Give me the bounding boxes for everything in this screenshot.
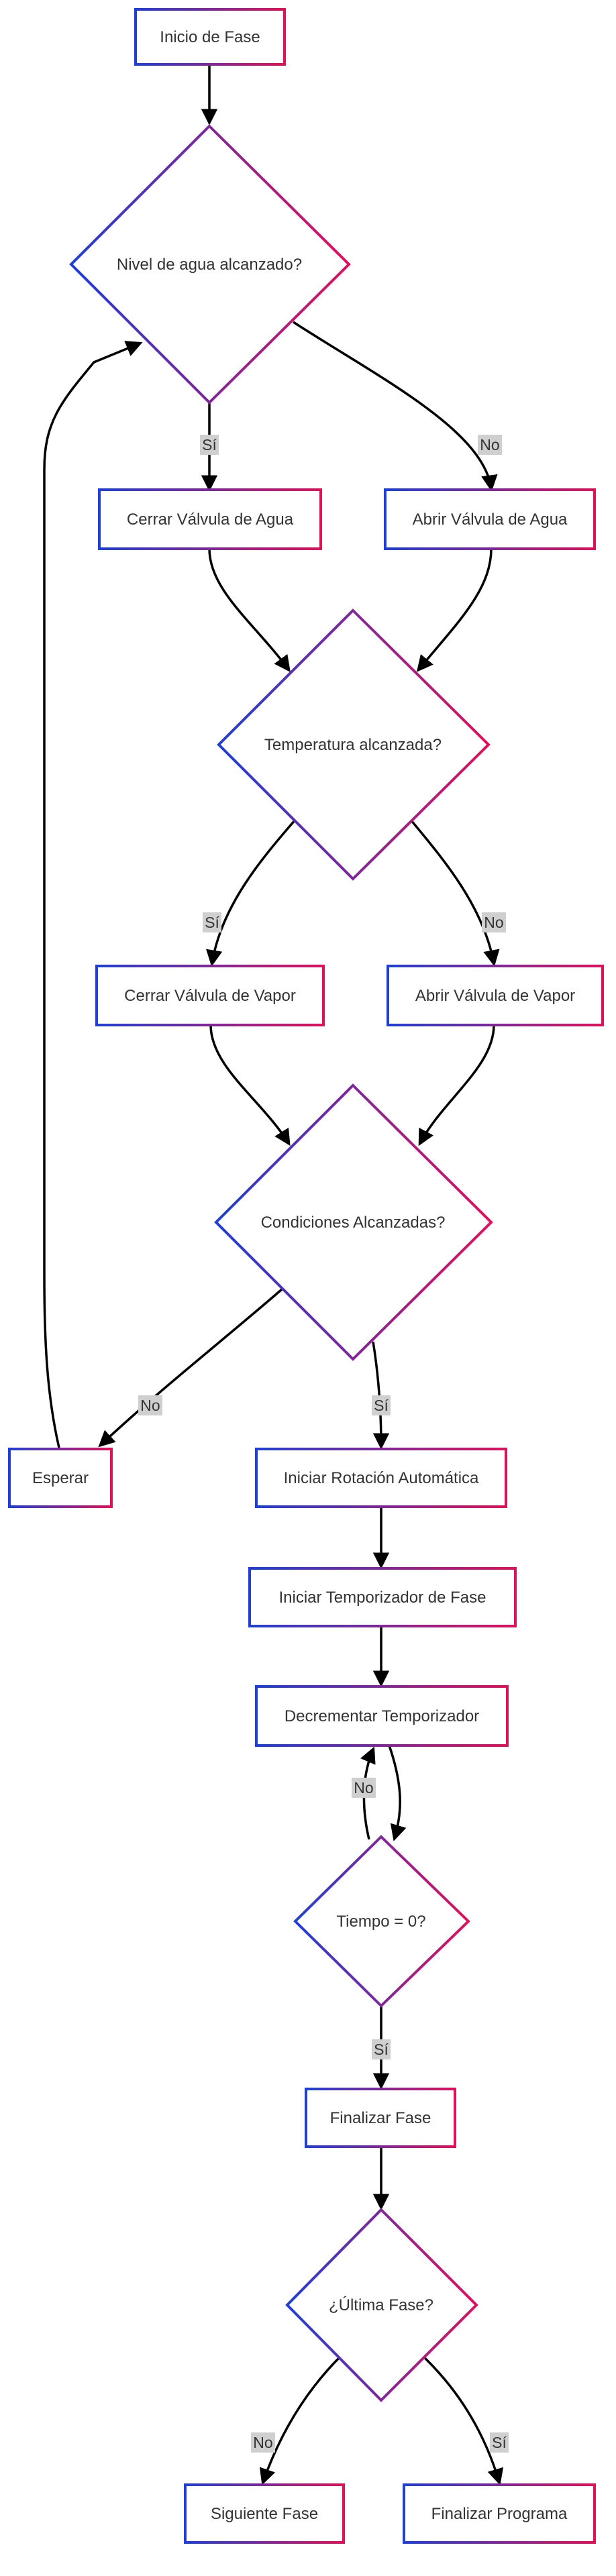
node-finalizar-fase[interactable]: Finalizar Fase: [305, 2088, 456, 2148]
edge-esperar-nivel: [43, 341, 143, 1448]
edge-labels: Sí No Sí No No Sí No Sí: [138, 435, 509, 2453]
svg-text:Finalizar Programa: Finalizar Programa: [431, 2505, 568, 2523]
edge-label-cond-si: Sí: [372, 1395, 391, 1415]
svg-text:Sí: Sí: [374, 2041, 389, 2058]
edge-label-temp-si: Sí: [203, 912, 221, 932]
edge-label-tiempo-si: Sí: [372, 2039, 391, 2059]
decision-temperatura[interactable]: Temperatura alcanzada?: [217, 608, 491, 881]
edge-ultima-siguiente: [259, 2355, 342, 2485]
nodes: Inicio de Fase Nivel de agua alcanzado? …: [8, 8, 604, 2544]
svg-text:Abrir Válvula de Vapor: Abrir Válvula de Vapor: [415, 987, 575, 1005]
svg-text:Inicio de Fase: Inicio de Fase: [160, 28, 260, 46]
svg-text:No: No: [354, 1779, 373, 1796]
edge-condiciones-rotacion: [372, 1341, 390, 1450]
edge-label-nivel-no: No: [478, 435, 502, 455]
svg-text:Sí: Sí: [202, 436, 217, 453]
decision-ultima-fase[interactable]: ¿Última Fase?: [285, 2208, 478, 2402]
edge-label-cond-no: No: [138, 1395, 162, 1415]
decision-condiciones[interactable]: Condiciones Alcanzadas?: [214, 1083, 493, 1361]
svg-text:Temperatura alcanzada?: Temperatura alcanzada?: [264, 736, 442, 754]
node-iniciar-temporizador[interactable]: Iniciar Temporizador de Fase: [248, 1567, 517, 1627]
svg-text:Siguiente Fase: Siguiente Fase: [211, 2505, 318, 2523]
edge-abrir-vapor-condiciones: [418, 1024, 495, 1146]
edge-condiciones-esperar: [98, 1288, 283, 1448]
svg-text:Iniciar Rotación Automática: Iniciar Rotación Automática: [284, 1469, 479, 1487]
edge-temperatura-cerrar-vapor: [206, 818, 297, 967]
svg-text:Cerrar Válvula de Vapor: Cerrar Válvula de Vapor: [124, 987, 296, 1005]
edge-label-nivel-si: Sí: [200, 435, 219, 455]
svg-text:Decrementar Temporizador: Decrementar Temporizador: [285, 1707, 479, 1725]
svg-text:Sí: Sí: [205, 914, 219, 931]
node-iniciar-rotacion[interactable]: Iniciar Rotación Automática: [255, 1448, 507, 1508]
node-siguiente-fase[interactable]: Siguiente Fase: [184, 2483, 345, 2544]
edge-ultima-finalizar-programa: [421, 2355, 504, 2485]
node-cerrar-valvula-agua[interactable]: Cerrar Válvula de Agua: [98, 488, 322, 550]
svg-text:Abrir Válvula de Agua: Abrir Válvula de Agua: [413, 511, 568, 529]
node-finalizar-programa[interactable]: Finalizar Programa: [403, 2483, 596, 2544]
edge-label-ultima-no: No: [251, 2432, 275, 2453]
svg-text:¿Última Fase?: ¿Última Fase?: [329, 2296, 433, 2314]
svg-text:No: No: [140, 1397, 160, 1414]
edge-label-ultima-si: Sí: [490, 2432, 509, 2453]
decision-tiempo-cero[interactable]: Tiempo = 0?: [293, 1835, 470, 2008]
edge-cerrar-agua-temperatura: [208, 548, 291, 672]
svg-text:Condiciones Alcanzadas?: Condiciones Alcanzadas?: [261, 1214, 446, 1232]
node-decrementar-temporizador[interactable]: Decrementar Temporizador: [255, 1685, 509, 1747]
edge-label-tiempo-no: No: [352, 1778, 376, 1798]
node-cerrar-valvula-vapor[interactable]: Cerrar Válvula de Vapor: [95, 965, 325, 1026]
edges: [43, 64, 504, 2485]
node-inicio-de-fase[interactable]: Inicio de Fase: [134, 8, 286, 66]
edge-cerrar-vapor-condiciones: [209, 1024, 291, 1146]
edge-nivel-abrir-agua: [293, 321, 498, 492]
svg-text:No: No: [480, 436, 499, 453]
edge-decrementar-tiempo: [388, 1745, 407, 1841]
edge-abrir-agua-temperatura: [416, 548, 493, 672]
decision-nivel-agua[interactable]: Nivel de agua alcanzado?: [69, 124, 351, 405]
svg-text:Tiempo = 0?: Tiempo = 0?: [336, 1913, 425, 1931]
svg-text:Sí: Sí: [492, 2434, 507, 2451]
svg-text:Sí: Sí: [374, 1397, 389, 1414]
svg-text:Finalizar Fase: Finalizar Fase: [330, 2109, 431, 2127]
svg-text:No: No: [253, 2434, 272, 2451]
svg-text:No: No: [484, 914, 503, 931]
edge-temperatura-abrir-vapor: [409, 818, 500, 967]
svg-text:Esperar: Esperar: [32, 1469, 89, 1487]
svg-text:Nivel de agua alcanzado?: Nivel de agua alcanzado?: [117, 256, 302, 274]
node-abrir-valvula-vapor[interactable]: Abrir Válvula de Vapor: [387, 965, 604, 1026]
svg-text:Cerrar Válvula de Agua: Cerrar Válvula de Agua: [127, 511, 294, 529]
edge-label-temp-no: No: [482, 912, 506, 932]
svg-text:Iniciar Temporizador de Fase: Iniciar Temporizador de Fase: [278, 1589, 486, 1607]
node-abrir-valvula-agua[interactable]: Abrir Válvula de Agua: [384, 488, 596, 550]
node-esperar[interactable]: Esperar: [8, 1448, 113, 1508]
